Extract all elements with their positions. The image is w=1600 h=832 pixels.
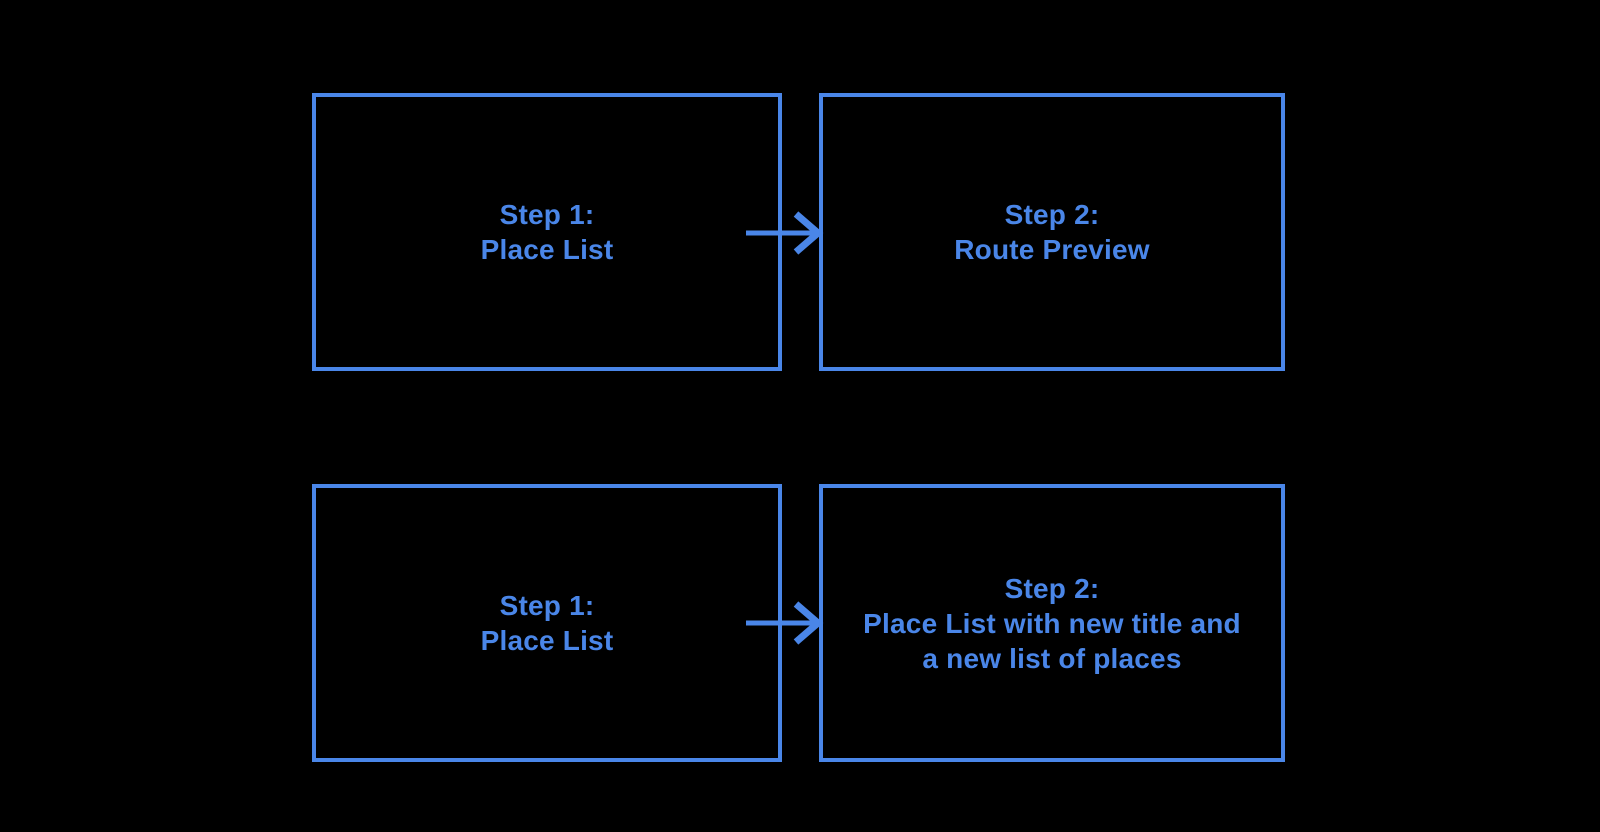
flow-box-label: Step 1: Place List <box>480 590 614 656</box>
arrow-right-icon <box>746 601 824 645</box>
flow-box-step2-new-place-list: Step 2: Place List with new title and a … <box>819 484 1285 762</box>
flow-box-label: Step 2: Route Preview <box>954 199 1150 265</box>
flow-box-label: Step 2: Place List with new title and a … <box>863 572 1241 674</box>
arrow-right-icon <box>746 211 824 255</box>
flow-box-step2-route-preview: Step 2: Route Preview <box>819 93 1285 371</box>
flow-box-step1-place-list-bottom: Step 1: Place List <box>312 484 782 762</box>
flow-box-label: Step 1: Place List <box>480 199 614 265</box>
flow-box-step1-place-list-top: Step 1: Place List <box>312 93 782 371</box>
